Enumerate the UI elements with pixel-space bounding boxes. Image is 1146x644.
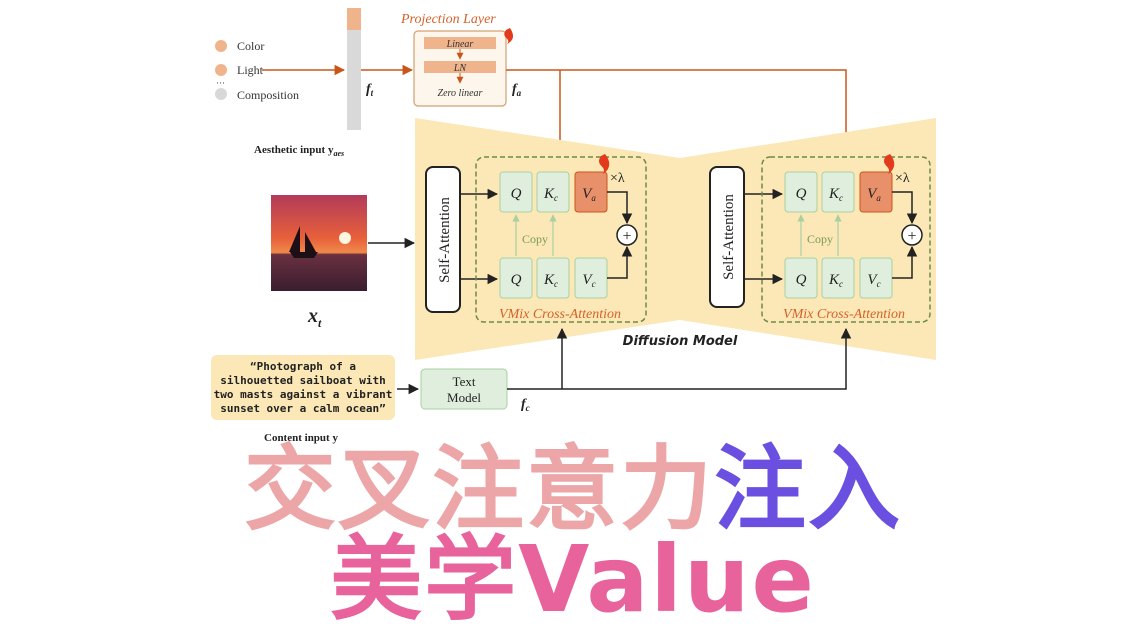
- text-model-line-1: Text: [453, 374, 476, 389]
- content-input: “Photograph of a silhouetted sailboat wi…: [211, 327, 852, 444]
- overlay-part-cross-attention: 交叉注意力: [243, 436, 714, 543]
- legend-light: Light: [237, 63, 264, 77]
- overlay-title-line-1: 交叉注意力注入: [0, 440, 1146, 540]
- arrow-va-plus: [607, 191, 633, 225]
- linear-label: Linear: [446, 39, 474, 50]
- q-box: [499, 171, 533, 213]
- projection-layer: Projection Layer Linear LN Zero linear f…: [400, 12, 522, 107]
- arrow-vc-plus-2: [892, 245, 918, 279]
- q-label: Q: [511, 186, 522, 202]
- times-lambda: ×λ: [610, 171, 625, 186]
- prompt-line-2: silhouetted sailboat with: [220, 374, 386, 387]
- aesthetic-legend: Color Light ··· Composition Aesthetic in…: [215, 39, 344, 158]
- arrow-fc-right: [507, 327, 852, 390]
- arrow-fa-right: [506, 69, 852, 155]
- arrow-vc-plus: [607, 245, 633, 279]
- kc-box: [536, 171, 570, 213]
- diffusion-model-label: Diffusion Model: [623, 334, 738, 349]
- plus-sign: +: [622, 228, 631, 245]
- ft-label: ft: [366, 82, 374, 98]
- fa-label: fa: [512, 82, 522, 98]
- color-dot: [215, 40, 227, 52]
- vc-label-2: Vc: [867, 272, 880, 289]
- vmix-label: VMix Cross-Attention: [499, 307, 621, 322]
- kc-label: Kc: [543, 186, 558, 203]
- times-lambda-2: ×λ: [895, 171, 910, 186]
- kc-label-2: Kc: [828, 186, 843, 203]
- prompt-line-3: two masts against a vibrant: [214, 388, 393, 401]
- kc2-box: [536, 257, 570, 299]
- aesthetic-input-label: Aesthetic input yaes: [254, 144, 344, 158]
- self-attention-box-2: [709, 166, 745, 308]
- q2-box-2: [784, 257, 818, 299]
- right-attention-block: Self-Attention Q Kc Va ×λ Q Kc Vc Copy +…: [709, 154, 931, 323]
- vmix-label-2: VMix Cross-Attention: [783, 307, 905, 322]
- kc2-label-2: Kc: [828, 272, 843, 289]
- ln-layer: [424, 61, 496, 73]
- q2-box: [499, 257, 533, 299]
- diffusion-model-band: [415, 118, 936, 360]
- text-model-line-2: Model: [447, 390, 481, 405]
- zero-linear-layer: [424, 85, 496, 98]
- legend-ellipsis: ···: [216, 78, 225, 88]
- q-label-2: Q: [796, 186, 807, 202]
- xt-label: xt: [307, 305, 322, 330]
- legend-composition: Composition: [237, 88, 299, 102]
- sunset-image: [271, 195, 367, 291]
- plus-circle: [616, 224, 638, 246]
- composition-dot: [215, 88, 227, 100]
- projection-title: Projection Layer: [400, 12, 496, 27]
- prompt-line-1: “Photograph of a: [250, 360, 356, 373]
- vmix-dashed-box: [475, 156, 647, 323]
- image-input: xt: [271, 195, 416, 330]
- fire-icon: [598, 154, 610, 174]
- q-box-2: [784, 171, 818, 213]
- aesthetic-bar: [347, 30, 361, 130]
- copy-label-2: Copy: [807, 232, 833, 246]
- aesthetic-bar-top: [347, 8, 361, 30]
- content-input-label: Content input y: [264, 432, 338, 444]
- linear-layer: [424, 37, 496, 49]
- overlay-part-inject: 注入: [714, 436, 903, 543]
- vc-label: Vc: [582, 272, 595, 289]
- fc-label: fc: [521, 397, 530, 413]
- kc2-label: Kc: [543, 272, 558, 289]
- plus-circle-2: [901, 224, 923, 246]
- self-attention-box: [425, 166, 461, 313]
- sailboat-shape: [289, 226, 318, 258]
- va-label: Va: [582, 186, 596, 203]
- copy-label: Copy: [522, 232, 548, 246]
- fire-icon: [883, 154, 895, 174]
- sun-shape: [339, 232, 351, 244]
- kc2-box-2: [821, 257, 855, 299]
- self-attention-label-2: Self-Attention: [721, 194, 737, 280]
- left-attention-block: Self-Attention Q Kc Va ×λ Q Kc Vc Copy +…: [425, 154, 647, 323]
- fire-icon: [504, 28, 514, 44]
- light-dot: [215, 64, 227, 76]
- zero-linear-label: Zero linear: [438, 88, 483, 99]
- arrow-va-plus-2: [892, 191, 918, 225]
- ln-label: LN: [453, 63, 468, 74]
- overlay-title-line-2: 美学Value: [330, 526, 816, 633]
- legend-color: Color: [237, 39, 264, 53]
- va-label-2: Va: [867, 186, 881, 203]
- prompt-line-4: sunset over a calm ocean”: [220, 402, 386, 415]
- kc-box-2: [821, 171, 855, 213]
- q2-label-2: Q: [796, 272, 807, 288]
- plus-sign-2: +: [907, 228, 916, 245]
- prompt-box: [211, 355, 395, 420]
- q2-label: Q: [511, 272, 522, 288]
- self-attention-label: Self-Attention: [437, 197, 453, 283]
- vmix-dashed-box-2: [761, 156, 931, 323]
